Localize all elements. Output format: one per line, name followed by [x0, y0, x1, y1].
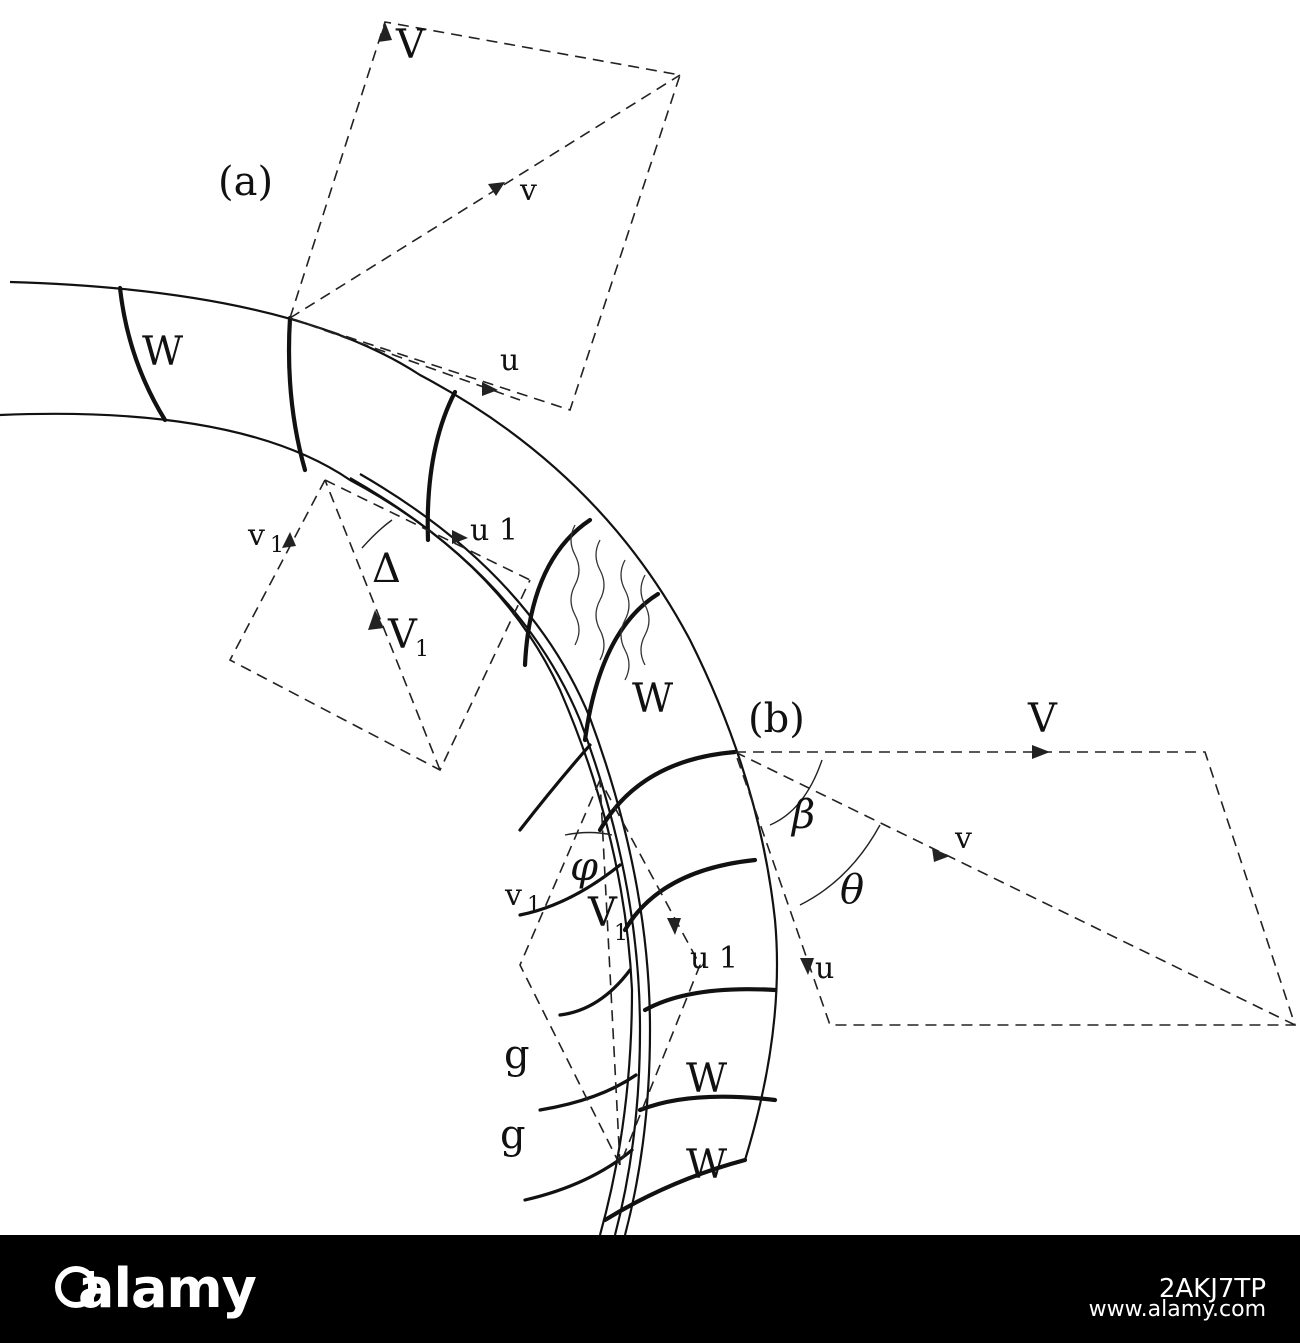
label-W-3: W [686, 1056, 727, 1102]
guide-vane-3 [558, 968, 632, 1017]
arrow-v-b [932, 848, 950, 862]
tangent-line-a-lower [324, 479, 531, 581]
inner-ring-arc [0, 412, 634, 1235]
wavy-line-2 [595, 539, 605, 661]
label-W-4: W [686, 1142, 727, 1188]
brand-logo-icon [55, 1266, 97, 1308]
angle-arc-phi [564, 831, 613, 836]
label-b: (b) [748, 696, 805, 742]
label-a: (a) [218, 159, 273, 205]
label-delta: Δ [372, 546, 401, 592]
label-g-1: g [504, 1032, 530, 1078]
arrow-u-a [482, 382, 498, 396]
label-u1-guide: u 1 [690, 941, 738, 976]
watermark-footer: alamy 2AKJ7TP www.alamy.com [0, 1235, 1300, 1343]
label-V1-a: V [387, 612, 418, 658]
brand-name: alamy [78, 1257, 257, 1320]
label-V1-guide: V [587, 890, 618, 936]
label-u-b: u [815, 951, 834, 986]
arrow-V1-a [368, 610, 384, 630]
label-phi: φ [570, 844, 598, 890]
vector-V1-guide [599, 779, 621, 1166]
guide-vane-2 [518, 863, 622, 917]
wavy-line-3 [620, 559, 630, 681]
label-u-a: u [500, 343, 519, 378]
blade-1 [117, 285, 168, 423]
vector-V1-a [324, 479, 441, 771]
label-v1-guide: v [504, 878, 522, 913]
label-v-b: v [954, 821, 972, 856]
arrow-u1-a [452, 530, 468, 544]
label-u1-a: u 1 [470, 513, 518, 548]
blade-8 [642, 987, 778, 1013]
arrow-u-b [800, 958, 814, 975]
label-v1-guide-sub: 1 [527, 893, 541, 918]
label-g-2: g [500, 1112, 526, 1158]
guide-vane-1 [518, 743, 592, 832]
label-v1-a: v [247, 518, 265, 553]
tangent-line-a [289, 317, 521, 401]
arrow-V-a [378, 22, 392, 42]
vector-v-a [289, 74, 681, 319]
parallelogram-a-top [289, 21, 682, 412]
stock-image-id: 2AKJ7TP [1158, 1274, 1266, 1304]
arrow-v1-a [282, 532, 296, 548]
label-V-a: V [395, 22, 426, 68]
label-beta: β [790, 792, 815, 838]
wavy-line-1 [570, 524, 580, 646]
label-V1-a-sub: 1 [415, 637, 429, 662]
vector-v-b [734, 751, 1296, 1026]
blade-3 [425, 389, 458, 543]
angle-arc-beta [769, 759, 823, 826]
blade-10 [602, 1157, 748, 1223]
label-theta: θ [840, 867, 864, 913]
label-V1-guide-sub: 1 [614, 921, 628, 946]
arrow-u1-guide [667, 918, 681, 935]
arrow-v-a [488, 182, 505, 196]
wavy-line-4 [640, 574, 650, 666]
guide-ring-line-2 [359, 473, 652, 1235]
blade-6 [597, 749, 738, 833]
guide-vane-4 [538, 1073, 638, 1112]
parallelogram-a-bottom [228, 479, 531, 772]
blade-2 [286, 315, 308, 473]
label-v-a: v [519, 173, 537, 208]
arrow-V-b [1032, 745, 1050, 759]
label-W-2: W [632, 676, 673, 722]
triangle-guide [519, 779, 701, 1167]
label-V-b: V [1027, 696, 1058, 742]
guide-ring-line-1 [349, 477, 642, 1235]
site-url: www.alamy.com [1088, 1297, 1266, 1322]
blade-4 [522, 517, 593, 668]
blade-7 [622, 857, 758, 933]
turbine-blade-diagram: (a) (b) V v u v 1 u 1 Δ V 1 V v u β θ φ … [0, 21, 1297, 1235]
blade-9 [637, 1094, 778, 1113]
angle-arc-theta [799, 824, 881, 906]
label-W-1: W [142, 329, 183, 375]
angle-arc-delta [361, 519, 393, 549]
label-v1-a-sub: 1 [270, 533, 284, 558]
